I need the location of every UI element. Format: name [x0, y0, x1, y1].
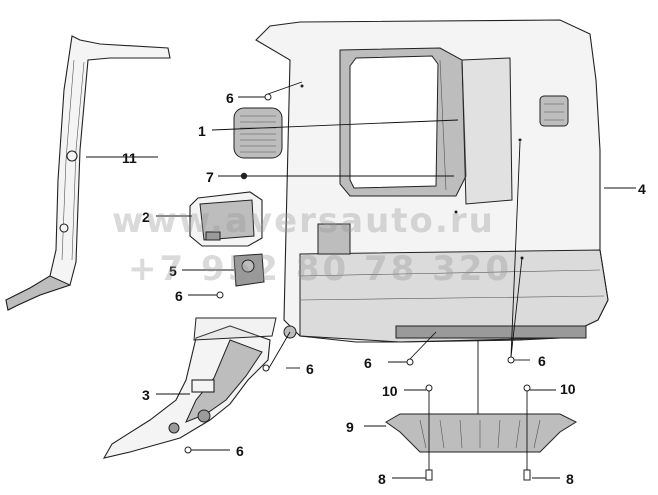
clip-6-b [216, 291, 224, 299]
callout-6: 6 [226, 90, 234, 106]
callout-5: 5 [169, 263, 177, 279]
callout-8: 8 [566, 471, 574, 487]
part-5-holder [233, 253, 265, 287]
clip-6-e [507, 356, 515, 364]
callout-10: 10 [560, 381, 576, 397]
watermark-site: www.aversauto.ru [112, 201, 495, 241]
nut-8-a [425, 469, 433, 481]
callout-8: 8 [378, 471, 386, 487]
screw-10-b [523, 384, 531, 392]
callout-6: 6 [538, 353, 546, 369]
callout-11: 11 [122, 150, 137, 166]
callout-3: 3 [142, 387, 150, 403]
watermark-phone: +7 952 80 78 320 [128, 249, 512, 289]
callout-6: 6 [364, 355, 372, 371]
callout-6: 6 [306, 361, 314, 377]
leader-lines [86, 81, 636, 479]
screw-10-a [425, 384, 433, 392]
part-3-lower-trim [102, 317, 277, 459]
callout-9: 9 [346, 419, 354, 435]
clip-6-f [184, 446, 192, 454]
callout-labels: 6 1 11 7 2 5 6 4 3 6 6 6 6 10 10 9 8 8 [122, 90, 646, 487]
callout-1: 1 [198, 123, 206, 139]
clip-6-d [406, 358, 414, 366]
pillar-hole [59, 223, 69, 233]
part-2-cover-housing [189, 191, 263, 247]
callout-2: 2 [142, 209, 150, 225]
callout-6: 6 [236, 443, 244, 459]
watermark: www.aversauto.ru +7 952 80 78 320 [112, 201, 512, 289]
part-4-cab-side-panel [255, 19, 609, 343]
part-11-pillar-trim [5, 35, 171, 311]
pillar-hole [66, 150, 78, 162]
clip-6-c [262, 364, 270, 372]
part-1-vent-grille [233, 107, 283, 159]
clip-6-a [264, 93, 272, 101]
clip-7 [240, 172, 248, 180]
callout-6: 6 [175, 288, 183, 304]
callout-4: 4 [638, 181, 646, 197]
callout-10: 10 [382, 383, 398, 399]
callout-7: 7 [206, 169, 214, 185]
nut-8-b [523, 469, 531, 481]
part-9-floor-tray [385, 413, 578, 453]
